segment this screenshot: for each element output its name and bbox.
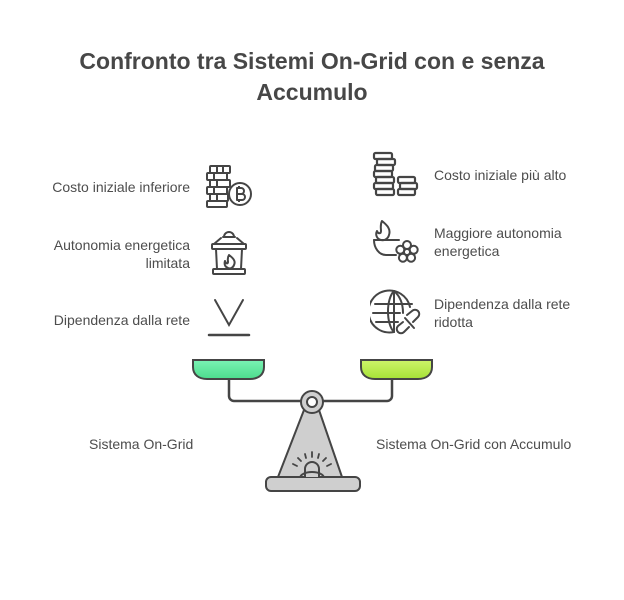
title-text: Confronto tra Sistemi On-Grid con e senz… xyxy=(79,48,545,105)
lantern-flame-icon xyxy=(208,228,250,278)
left-item-cost: Costo iniziale inferiore xyxy=(52,179,190,195)
left-system-label: Sistema On-Grid xyxy=(89,436,194,452)
diagram-title: Confronto tra Sistemi On-Grid con e senz… xyxy=(0,46,624,108)
left-item-grid-dependence: Dipendenza dalla rete xyxy=(53,312,190,328)
left-item-autonomy: Autonomia energetica limitata xyxy=(53,237,190,271)
right-system-label: Sistema On-Grid con Accumulo xyxy=(376,436,572,452)
flame-bowl-flower-icon xyxy=(370,218,422,268)
right-item-autonomy: Maggiore autonomia energetica xyxy=(434,225,562,259)
right-item-grid-dependence: Dipendenza dalla rete ridotta xyxy=(434,296,571,330)
coin-stacks-icon xyxy=(370,150,424,200)
right-item-cost: Costo iniziale più alto xyxy=(434,167,567,183)
coins-bitcoin-icon xyxy=(203,163,255,211)
globe-broken-link-icon xyxy=(370,287,424,339)
chevron-down-underline-icon xyxy=(205,295,255,340)
